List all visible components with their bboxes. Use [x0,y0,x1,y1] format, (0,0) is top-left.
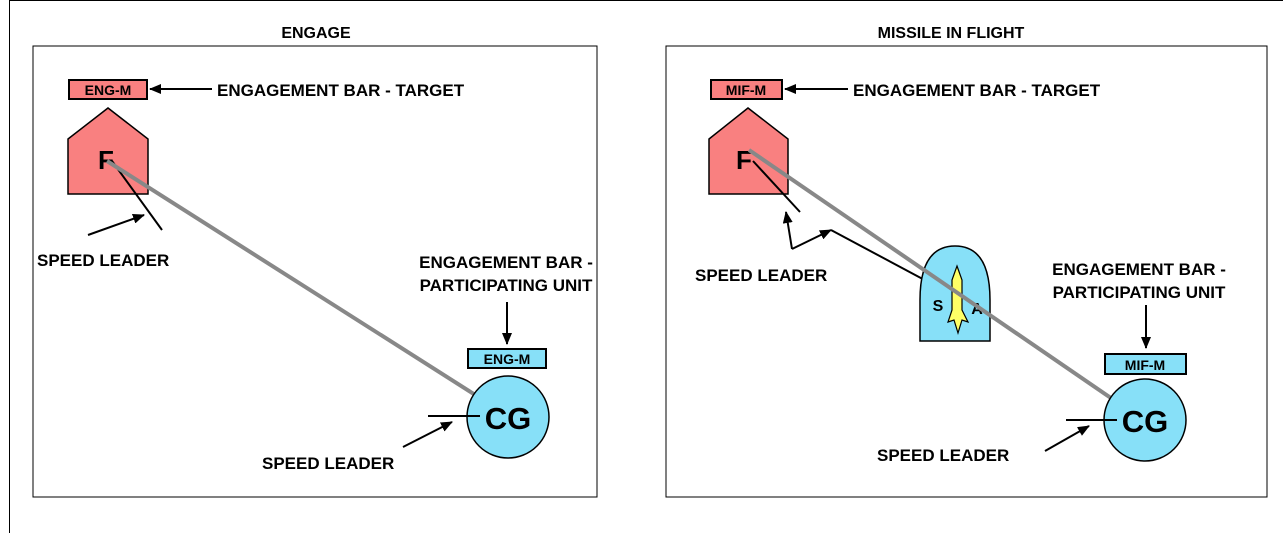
unit-bar-callout-line2: PARTICIPATING UNIT [1053,283,1226,302]
unit-speed-leader-label: SPEED LEADER [877,446,1009,465]
target-speed-leader-callout-arrow [87,213,145,236]
outer-frame-top [9,0,1283,1]
target-speed-leader-callout-arrow-2 [791,229,832,250]
unit-engagement-bar [467,348,547,369]
target-speed-leader-label: SPEED LEADER [37,251,169,270]
unit-engagement-bar-label: MIF-M [1125,357,1165,373]
unit-bar-callout-line1: ENGAGEMENT BAR - [419,253,593,272]
unit-speed-leader-callout-arrow [402,421,453,448]
unit-bar-callout-line2: PARTICIPATING UNIT [420,276,593,295]
panel-title-missile-in-flight: MISSILE IN FLIGHT [878,25,1025,42]
target-bar-callout-label: ENGAGEMENT BAR - TARGET [217,81,465,100]
unit-speed-leader-callout-arrow [1044,425,1090,452]
target-symbol-letter: F [98,145,114,175]
engagement-line [105,159,512,419]
target-speed-leader-callout-arrow-1 [782,211,793,250]
missile-icon [947,264,970,336]
target-engagement-bar [68,79,148,100]
panel-engage [32,45,598,498]
panel-missile-in-flight [665,45,1268,498]
target-engagement-bar-label: MIF-M [726,82,766,98]
target-engagement-bar [710,79,783,100]
missile-letter-left: S [933,298,944,315]
target-speed-leader-label: SPEED LEADER [695,266,827,285]
outer-frame-left [9,0,10,533]
target-engagement-bar-label: ENG-M [85,82,132,98]
unit-bar-callout-line1: ENGAGEMENT BAR - [1052,260,1226,279]
unit-symbol-letters: CG [485,401,532,436]
engagement-line [747,148,1145,422]
unit-engagement-bar [1104,353,1187,375]
unit-engagement-bar-label: ENG-M [484,351,531,367]
target-speed-leader [111,160,163,231]
target-bar-callout-label: ENGAGEMENT BAR - TARGET [853,81,1101,100]
target-symbol-letter: F [736,145,752,175]
unit-symbol-letters: CG [1122,404,1169,439]
panel-title-engage: ENGAGE [281,25,351,42]
unit-speed-leader-label: SPEED LEADER [262,454,394,473]
target-speed-leader [752,160,801,213]
